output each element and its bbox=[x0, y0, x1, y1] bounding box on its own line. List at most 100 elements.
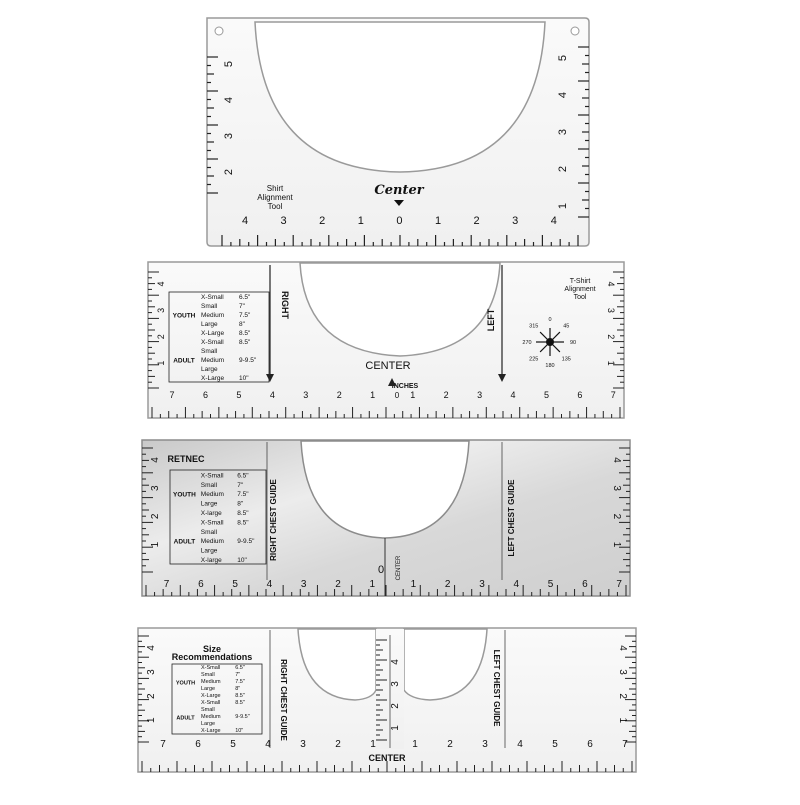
size-name: X-Large bbox=[201, 693, 221, 699]
size-value: 7" bbox=[239, 303, 246, 310]
ruler-number: 2 bbox=[445, 579, 451, 590]
ruler-number: 7 bbox=[164, 579, 170, 590]
ruler-4-right-chest-label: RIGHT CHEST GUIDE bbox=[279, 659, 288, 741]
ruler-4-center-label: CENTER bbox=[368, 753, 406, 763]
size-name: Large bbox=[201, 548, 218, 555]
ruler-number: 3 bbox=[557, 129, 569, 135]
ruler-number: 180 bbox=[545, 363, 554, 369]
size-value: 8.5" bbox=[239, 330, 251, 337]
size-value: 8.5" bbox=[239, 339, 251, 346]
ruler-number: 270 bbox=[522, 340, 531, 346]
tick-mark bbox=[539, 331, 551, 343]
ruler-number: 1 bbox=[410, 390, 415, 400]
ruler-number: 3 bbox=[150, 485, 161, 491]
ruler-number: 2 bbox=[474, 215, 480, 227]
ruler-number: 3 bbox=[611, 485, 622, 491]
size-name: Medium bbox=[201, 491, 224, 498]
size-name: Small bbox=[201, 707, 215, 713]
ruler-number: ADULT bbox=[173, 358, 195, 365]
ruler-number: 4 bbox=[514, 579, 520, 590]
ruler-2-tool-label-1: T-Shirt bbox=[570, 278, 591, 285]
ruler-number: 6 bbox=[582, 579, 588, 590]
ruler-3-ticks bbox=[142, 447, 630, 596]
ruler-2-zero: 0 bbox=[395, 391, 400, 400]
size-name: Large bbox=[201, 721, 215, 727]
size-name: Medium bbox=[201, 312, 224, 319]
ruler-number: 3 bbox=[479, 579, 485, 590]
ruler-number: 5 bbox=[544, 390, 549, 400]
ruler-number: 0 bbox=[548, 317, 551, 323]
hang-hole-right bbox=[570, 26, 580, 36]
ruler-number: 4 bbox=[150, 457, 161, 463]
ruler-number: 225 bbox=[529, 356, 538, 362]
ruler-number: YOUTH bbox=[173, 313, 196, 320]
size-name: Small bbox=[201, 672, 215, 678]
ruler-number: 4 bbox=[611, 457, 622, 463]
ruler-number: 4 bbox=[270, 390, 275, 400]
ruler-2-tool-label-2: Alignment bbox=[564, 286, 595, 293]
size-name: X-large bbox=[201, 557, 222, 564]
size-name: Large bbox=[201, 366, 218, 373]
hang-hole-left bbox=[214, 26, 224, 36]
size-value: 8.5" bbox=[237, 510, 249, 517]
ruler-number: 2 bbox=[146, 693, 157, 699]
ruler-3-retnec-label: RETNEC bbox=[167, 454, 205, 464]
center-up-arrow-icon bbox=[388, 378, 396, 386]
size-value: 6.5" bbox=[237, 472, 249, 479]
size-name: Small bbox=[201, 348, 218, 355]
ruler-number: 5 bbox=[236, 390, 241, 400]
size-value: 7" bbox=[235, 672, 240, 678]
ruler-number: 4 bbox=[557, 92, 569, 98]
size-name: X-large bbox=[201, 510, 222, 517]
size-name: Medium bbox=[201, 357, 224, 364]
ruler-number: 3 bbox=[303, 390, 308, 400]
size-name: X-Small bbox=[201, 472, 224, 479]
ruler-number: 3 bbox=[390, 681, 401, 687]
ruler-number: 5 bbox=[232, 579, 238, 590]
ruler-number: 3 bbox=[146, 669, 157, 675]
ruler-number: 2 bbox=[611, 514, 622, 520]
tick-mark bbox=[539, 341, 551, 353]
ruler-number: 6 bbox=[203, 390, 208, 400]
size-value: 10" bbox=[235, 728, 243, 734]
ruler-number: 1 bbox=[370, 579, 376, 590]
ruler-number: 7 bbox=[616, 579, 622, 590]
ruler-number: 1 bbox=[358, 215, 364, 227]
size-name: Medium bbox=[201, 679, 221, 685]
ruler-number: 2 bbox=[223, 169, 235, 175]
ruler-4-left-chest-label: LEFT CHEST GUIDE bbox=[492, 650, 501, 728]
size-value: 8" bbox=[237, 501, 244, 508]
size-name: X-Small bbox=[201, 519, 224, 526]
ruler-number: 4 bbox=[223, 97, 235, 103]
ruler-number: 3 bbox=[512, 215, 518, 227]
ruler-number: 3 bbox=[617, 669, 628, 675]
ruler-number: 2 bbox=[156, 334, 166, 339]
ruler-2-inches-label: INCHES bbox=[392, 383, 419, 390]
ruler-number: 4 bbox=[511, 390, 516, 400]
ruler-number: 2 bbox=[337, 390, 342, 400]
ruler-number: 6 bbox=[198, 579, 204, 590]
ruler-number: 5 bbox=[223, 61, 235, 67]
ruler-number: 4 bbox=[517, 739, 523, 750]
size-name: X-Small bbox=[201, 665, 220, 671]
ruler-number: 1 bbox=[370, 390, 375, 400]
size-value: 7" bbox=[237, 482, 244, 489]
ruler-2-right-label: RIGHT bbox=[280, 291, 290, 320]
ruler-number: 2 bbox=[617, 693, 628, 699]
ruler-number: 6 bbox=[587, 739, 593, 750]
tick-mark bbox=[549, 331, 561, 343]
ruler-number: 3 bbox=[301, 579, 307, 590]
ruler-1-label-line-3: Tool bbox=[268, 202, 283, 211]
ruler-3-center-label: CENTER bbox=[396, 555, 402, 580]
size-value: 8.5" bbox=[237, 519, 249, 526]
ruler-number: 5 bbox=[557, 55, 569, 61]
